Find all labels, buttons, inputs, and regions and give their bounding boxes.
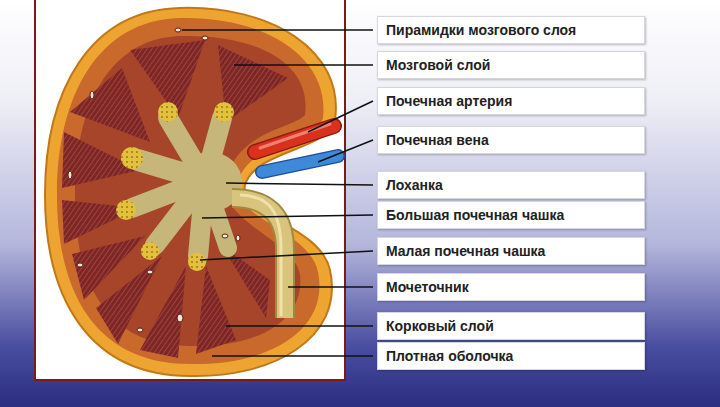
part-label: Мозговой слой: [386, 57, 490, 73]
minor-calyces: [116, 102, 234, 271]
vessel-dot: [222, 234, 228, 238]
label-box: Малая почечная чашка: [377, 237, 645, 265]
minor-calyx: [188, 253, 206, 271]
part-label: Малая почечная чашка: [386, 243, 545, 259]
label-box: Почечная вена: [377, 126, 645, 154]
pyramids: [62, 40, 288, 358]
panel-frame: [35, 0, 345, 380]
vessel-dot: [147, 270, 153, 274]
vessel-dot: [177, 314, 183, 322]
pyramid: [62, 200, 138, 244]
leader-line: [182, 29, 373, 31]
vessel-dot: [137, 328, 143, 332]
vessel-dot: [202, 36, 208, 40]
leader-line: [288, 286, 373, 288]
cortex-vessels: [68, 28, 240, 332]
leader-line: [212, 355, 373, 357]
label-box: Мозговой слой: [377, 51, 645, 79]
leader-line: [200, 251, 373, 260]
vessel-dot: [236, 235, 240, 241]
minor-calyx: [158, 102, 178, 122]
part-label: Лоханка: [386, 177, 443, 193]
pyramid: [140, 266, 186, 358]
pyramid: [70, 68, 150, 142]
leader-line: [226, 183, 373, 185]
capsule: [45, 8, 336, 376]
label-box: Большая почечная чашка: [377, 201, 645, 229]
label-box: Мочеточник: [377, 273, 645, 301]
vessel-dot: [77, 263, 83, 267]
leader-line: [234, 64, 373, 66]
part-label: Большая почечная чашка: [386, 207, 564, 223]
label-box: Корковый слой: [377, 312, 645, 340]
part-label: Мочеточник: [386, 279, 469, 295]
vessel-dot: [175, 28, 181, 32]
part-label: Почечная артерия: [386, 93, 512, 109]
minor-calyx: [141, 242, 159, 260]
part-label: Почечная вена: [386, 132, 489, 148]
leader-line: [226, 325, 373, 327]
label-box: Пирамидки мозгового слоя: [377, 16, 645, 44]
cortex: [57, 18, 323, 364]
minor-calyx: [116, 200, 136, 220]
part-label: Плотная оболочка: [386, 348, 513, 364]
minor-calyx: [121, 147, 143, 169]
vessel-dot: [68, 171, 72, 179]
leader-line: [202, 215, 373, 218]
label-box: Плотная оболочка: [377, 342, 645, 370]
leader-line: [318, 140, 373, 162]
part-label: Корковый слой: [386, 318, 494, 334]
minor-calyx: [214, 102, 234, 122]
renal-pelvis: [132, 118, 242, 256]
label-box: Лоханка: [377, 171, 645, 199]
part-label: Пирамидки мозгового слоя: [386, 22, 576, 38]
vessel-dot: [90, 91, 94, 99]
renal-artery-outline: [255, 126, 334, 152]
pyramid: [196, 266, 236, 354]
leader-lines: [182, 30, 373, 356]
artery-highlight: [260, 124, 330, 148]
renal-artery: [255, 126, 334, 152]
leader-line: [308, 101, 373, 132]
label-box: Почечная артерия: [377, 87, 645, 115]
